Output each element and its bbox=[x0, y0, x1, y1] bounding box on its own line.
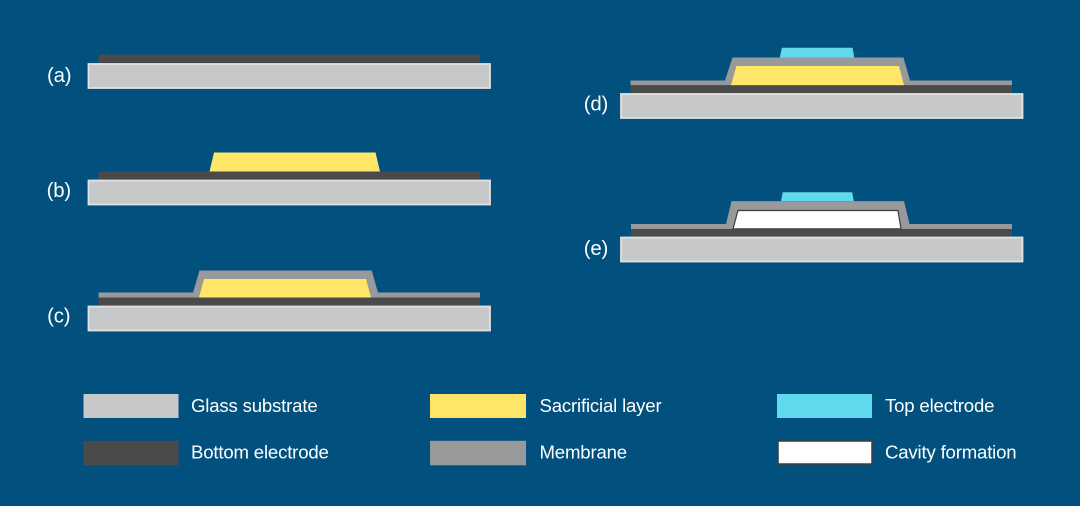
svg-text:(e): (e) bbox=[584, 238, 608, 260]
svg-text:Sacrificial layer: Sacrificial layer bbox=[540, 395, 662, 416]
svg-text:(b): (b) bbox=[47, 180, 71, 202]
svg-text:Membrane: Membrane bbox=[540, 441, 627, 462]
svg-text:(d): (d) bbox=[584, 94, 608, 116]
svg-text:Cavity formation: Cavity formation bbox=[885, 441, 1016, 462]
svg-text:Bottom electrode: Bottom electrode bbox=[191, 441, 329, 462]
svg-text:(c): (c) bbox=[47, 305, 70, 327]
svg-text:Top electrode: Top electrode bbox=[885, 395, 994, 416]
svg-text:(a): (a) bbox=[47, 65, 71, 87]
svg-text:Glass substrate: Glass substrate bbox=[191, 395, 317, 416]
